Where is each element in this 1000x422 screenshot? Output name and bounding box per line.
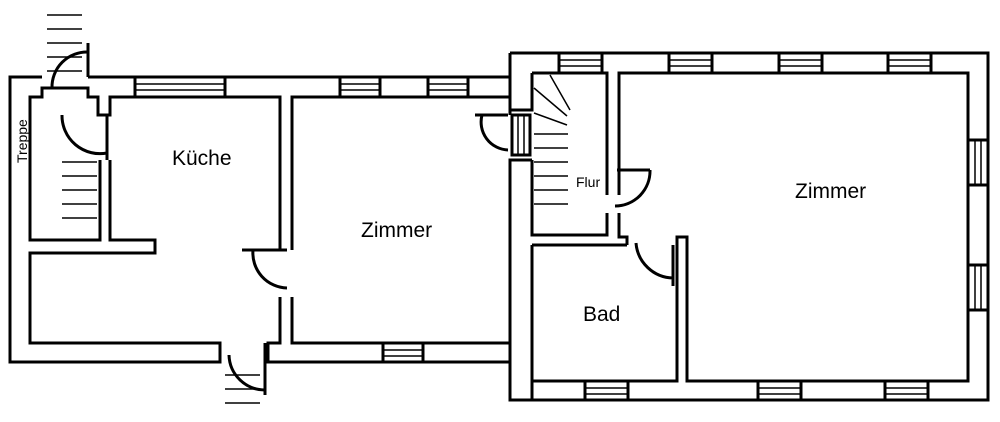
room-label-bath: Bad	[583, 303, 621, 326]
window-room-left-bottom	[381, 341, 425, 364]
room-label-room-right: Zimmer	[795, 180, 867, 203]
door-bath	[634, 242, 675, 286]
window-room-right-bottom-2	[883, 379, 930, 402]
window-kitchen	[133, 75, 227, 99]
window-room-left-1	[338, 75, 382, 99]
stairs-outside-top	[47, 14, 82, 72]
door-room-hall	[475, 113, 509, 152]
stairs-hall	[533, 74, 571, 205]
window-room-right-bottom-1	[756, 379, 803, 402]
door-kitchen-room	[242, 248, 288, 290]
door-entrance-top	[50, 50, 89, 89]
window-room-right-side-2	[966, 263, 990, 312]
door-hall-room	[614, 168, 652, 208]
room-label-hall: Flur	[576, 174, 601, 190]
window-hall-side	[510, 113, 532, 157]
room-label-room-left: Zimmer	[361, 219, 433, 242]
window-room-right-side-1	[966, 138, 990, 187]
stairs-inside-left	[62, 161, 97, 219]
window-bath	[583, 379, 630, 402]
outer-wall-right-building	[508, 51, 990, 402]
door-entrance-bottom	[227, 354, 266, 392]
window-room-right-top-1	[667, 51, 714, 75]
inner-walls-right	[530, 71, 970, 400]
window-room-left-2	[426, 75, 470, 99]
window-hall-top	[557, 51, 604, 75]
outer-wall-left-building	[8, 43, 510, 364]
door-stairs-kitchen	[60, 114, 109, 160]
room-label-stairs: Treppe	[14, 119, 30, 163]
window-room-right-top-2	[777, 51, 824, 75]
room-label-kitchen: Küche	[172, 147, 232, 170]
window-room-right-top-3	[886, 51, 933, 75]
inner-wall-bottom	[263, 297, 510, 395]
